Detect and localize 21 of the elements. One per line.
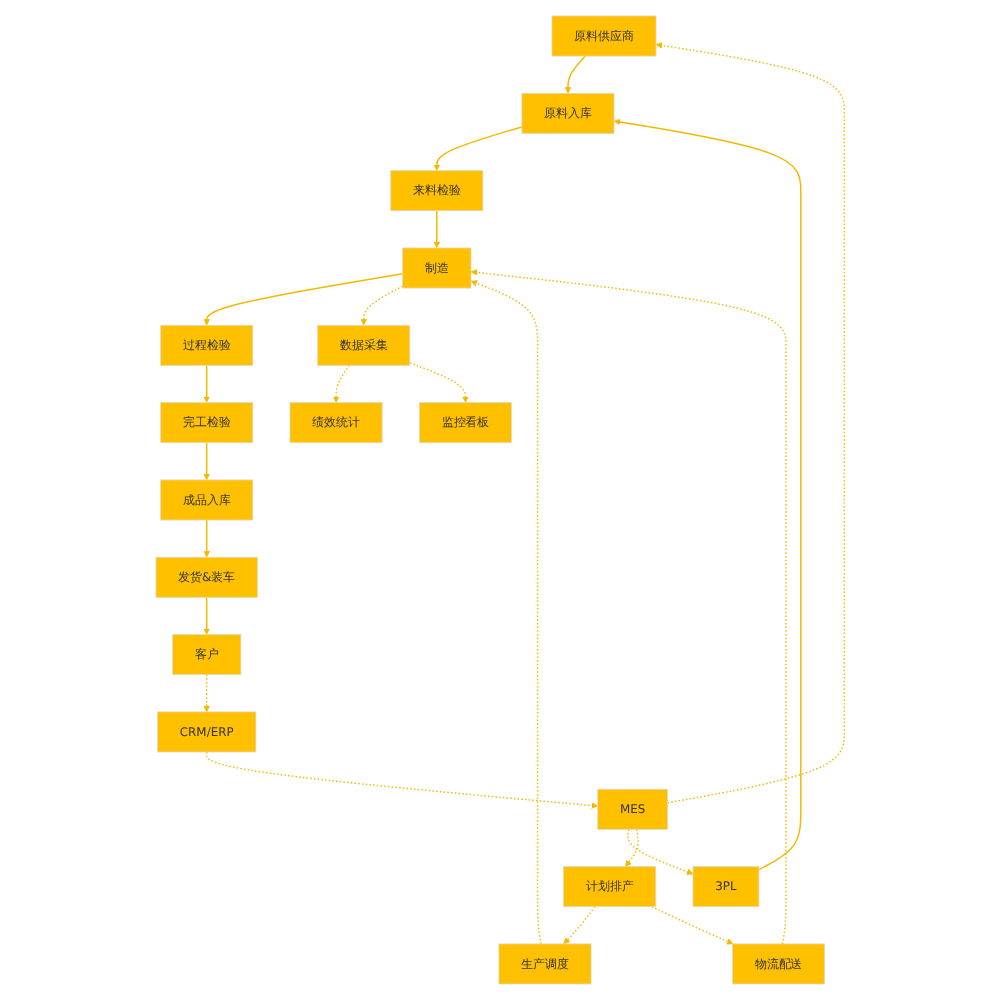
arrow — [203, 364, 210, 403]
arrow — [626, 828, 694, 875]
arrow — [563, 905, 596, 945]
arrow — [433, 126, 523, 171]
arrow — [205, 751, 598, 809]
arrow — [203, 519, 210, 558]
arrow — [203, 596, 210, 635]
arrow — [613, 118, 802, 871]
arrow — [203, 673, 210, 713]
arrow — [203, 273, 404, 326]
arrow — [470, 280, 542, 945]
arrow — [625, 828, 639, 867]
arrow — [433, 210, 440, 249]
arrow — [332, 364, 350, 403]
arrow — [360, 285, 404, 326]
arrow — [203, 442, 210, 481]
arrow — [564, 55, 586, 94]
arrow — [655, 42, 845, 804]
arrow — [408, 362, 469, 403]
arrow — [650, 905, 734, 945]
arrow — [470, 269, 787, 945]
